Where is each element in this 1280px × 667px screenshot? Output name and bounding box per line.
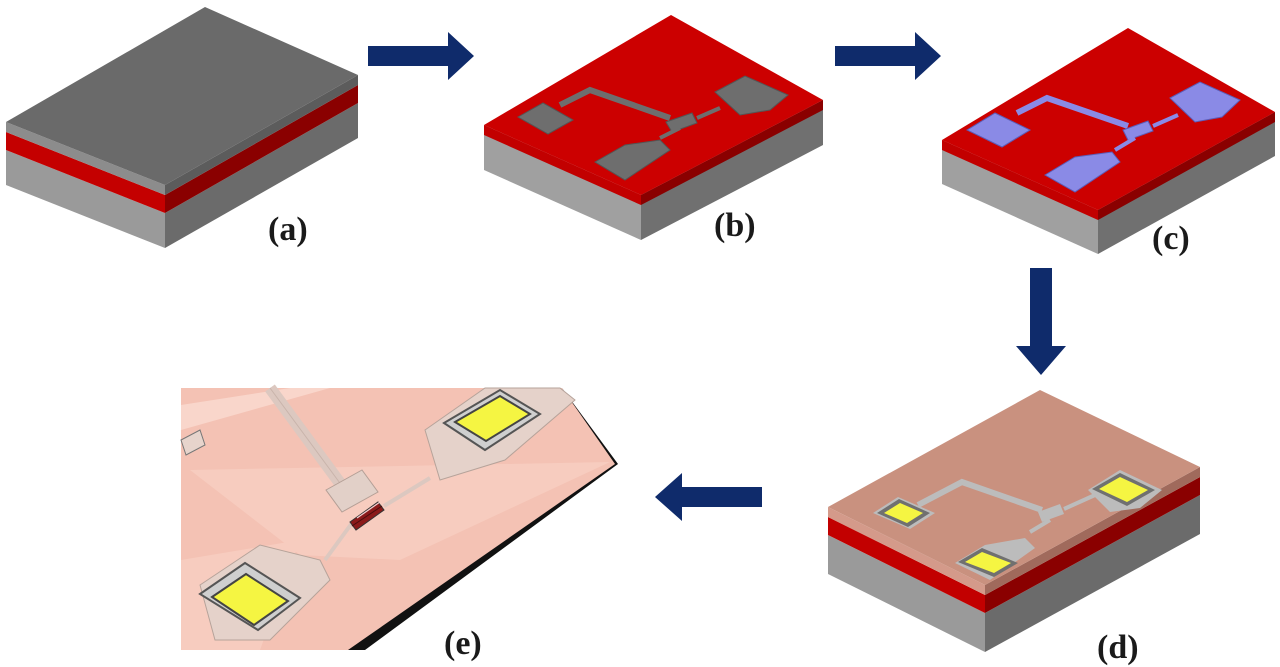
pad-d-2 [1099,477,1148,502]
step-c-electrode-pattern [965,81,1241,193]
nanowire-junction [349,501,385,531]
step-e-label: (e) [444,625,482,662]
step-a-substrate: (a) [6,7,358,248]
step-e-electrodes [180,384,576,641]
pad-e-2 [453,394,532,443]
arrow-a-to-b [368,32,474,80]
arrow-c-to-d [1016,268,1066,375]
step-b-electrode-pattern [516,75,789,181]
pad-e-1 [210,572,290,627]
arrow-d-to-e [655,473,762,521]
step-b-label: (b) [714,207,756,244]
step-d-label: (d) [1097,629,1139,666]
arrow-b-to-c [835,32,941,80]
step-d-encapsulated-device: (d) [828,390,1200,666]
pad-d-3 [965,552,1011,573]
step-c-metal-layer: (c) [942,28,1275,257]
step-b-patterned-layer: (b) [484,15,823,244]
step-e-closeup: (e) [180,384,618,662]
step-a-label: (a) [268,211,308,248]
step-c-label: (c) [1152,220,1190,257]
pad-d-1 [884,503,923,523]
step-d-electrode-pattern [873,470,1162,580]
